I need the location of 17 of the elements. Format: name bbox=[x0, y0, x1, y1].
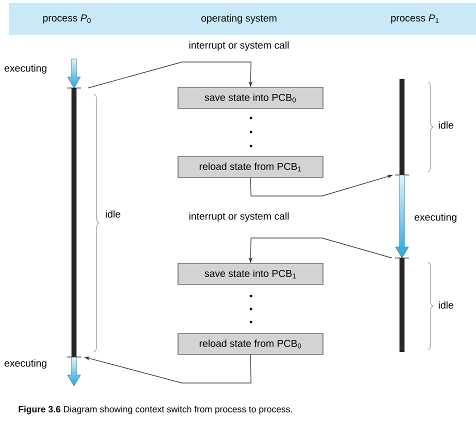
annotation-text: interrupt or system call bbox=[189, 41, 289, 51]
annotation-text: executing bbox=[414, 213, 456, 223]
annotation-text: idle bbox=[438, 121, 454, 129]
process-box: save state into PCB$_{1}$ bbox=[178, 263, 324, 285]
figure-caption: Figure 3.6 Diagram showing context switch from process to process. bbox=[18, 406, 292, 414]
column-heading: process P$_{0}$ bbox=[43, 14, 91, 24]
process-box: reload state from PCB$_{0}$ bbox=[178, 333, 324, 355]
column-heading: process P$_{1}$ bbox=[391, 14, 439, 24]
annotation-text: executing bbox=[4, 64, 46, 74]
annotation-text: executing bbox=[4, 359, 46, 369]
annotation-text: idle bbox=[438, 301, 454, 309]
process-box: save state into PCB$_{0}$ bbox=[178, 87, 324, 109]
process-box: reload state from PCB$_{1}$ bbox=[178, 156, 324, 178]
annotation-text: interrupt or system call bbox=[189, 212, 289, 222]
annotation-text: idle bbox=[106, 210, 120, 218]
arrow bbox=[88, 62, 253, 88]
column-heading: operating system bbox=[201, 14, 276, 24]
